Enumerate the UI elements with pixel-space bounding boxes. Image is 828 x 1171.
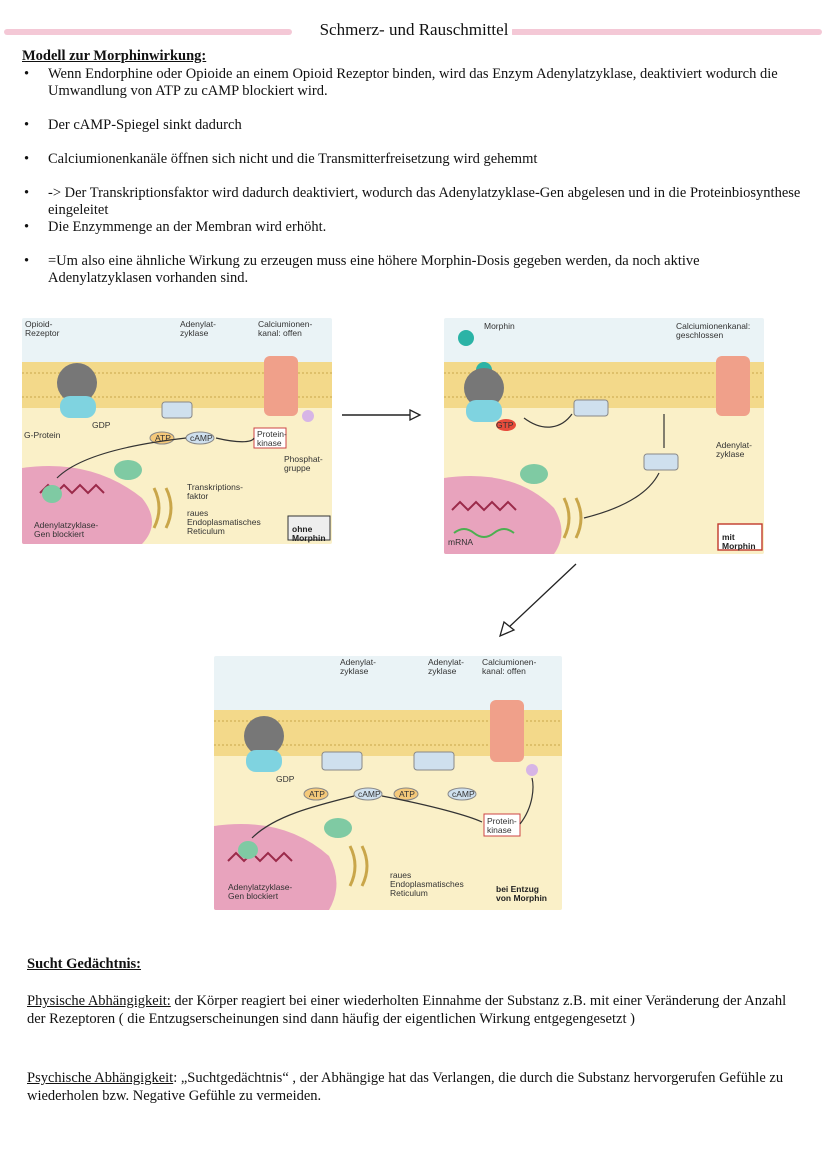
bullet-item: •=Um also eine ähnliche Wirkung zu erzeu… (24, 253, 700, 286)
figure-without-morphine: Opioid-Rezeptor Adenylat-zyklase Calcium… (22, 318, 332, 544)
physisch-term: Physische Abhängigkeit: (27, 993, 171, 1009)
psychisch-paragraph: Psychische Abhängigkeit: „Suchtgedächtni… (27, 1069, 787, 1105)
model-bullet-list: •Wenn Endorphine oder Opioide an einem O… (22, 66, 802, 287)
psychisch-text: : „Suchtgedächtnis“ , der Abhängige hat … (27, 1070, 784, 1104)
page-title: Schmerz- und Rauschmittel (315, 20, 513, 39)
svg-text:GDP: GDP (92, 420, 111, 430)
svg-text:Calciumionen-kanal: offen: Calciumionen-kanal: offen (258, 319, 312, 338)
title-decor-left (4, 29, 292, 35)
opioid-receptor-shape (57, 363, 97, 403)
svg-text:Phosphat-gruppe: Phosphat-gruppe (284, 454, 323, 473)
svg-text:Transkriptions-faktor: Transkriptions-faktor (187, 482, 243, 501)
svg-text:ATP: ATP (399, 789, 415, 799)
svg-text:Adenylat-zyklase: Adenylat-zyklase (428, 657, 464, 676)
svg-text:Adenylatzyklase-Gen blockiert: Adenylatzyklase-Gen blockiert (34, 520, 98, 539)
figure-with-morphine: Morphin Calciumionenkanal:geschlossen GT… (444, 318, 764, 554)
title-bar: Schmerz- und Rauschmittel (0, 20, 828, 44)
figure-withdrawal: Adenylat-zyklase Adenylat-zyklase Calciu… (214, 656, 562, 910)
bullet-item: •-> Der Transkriptionsfaktor wird dadurc… (24, 185, 801, 218)
svg-text:Adenylat-zyklase: Adenylat-zyklase (716, 440, 752, 459)
svg-text:Calciumionen-kanal: offen: Calciumionen-kanal: offen (482, 657, 536, 676)
svg-text:Protein-kinase: Protein-kinase (257, 429, 287, 448)
sucht-heading: Sucht Gedächtnis: (27, 956, 142, 972)
arrow-right-icon (342, 408, 422, 422)
svg-text:mRNA: mRNA (448, 537, 473, 547)
svg-text:Adenylatzyklase-Gen blockiert: Adenylatzyklase-Gen blockiert (228, 882, 292, 901)
physisch-text: der Körper reagiert bei einer wiederholt… (27, 993, 787, 1027)
svg-text:cAMP: cAMP (190, 433, 213, 443)
bullet-item: •Die Enzymmenge an der Membran wird erhö… (24, 219, 327, 235)
bullet-item: •Wenn Endorphine oder Opioide an einem O… (24, 66, 778, 99)
svg-text:ATP: ATP (309, 789, 325, 799)
svg-text:cAMP: cAMP (452, 789, 475, 799)
svg-text:Calciumionenkanal:geschlossen: Calciumionenkanal:geschlossen (676, 321, 750, 340)
svg-text:Protein-kinase: Protein-kinase (487, 816, 517, 835)
svg-text:Opioid-Rezeptor: Opioid-Rezeptor (25, 319, 60, 338)
svg-text:GDP: GDP (276, 774, 295, 784)
svg-text:GTP: GTP (496, 420, 514, 430)
bullet-item: •Der cAMP-Spiegel sinkt dadurch (24, 117, 242, 133)
arrow-down-left-icon (498, 563, 577, 638)
svg-text:cAMP: cAMP (358, 789, 381, 799)
svg-text:Morphin: Morphin (484, 321, 515, 331)
model-heading: Modell zur Morphinwirkung: (22, 48, 207, 64)
svg-text:ATP: ATP (155, 433, 171, 443)
svg-text:Adenylat-zyklase: Adenylat-zyklase (180, 319, 216, 338)
title-decor-right (510, 29, 822, 35)
psychisch-term: Psychische Abhängigkeit (27, 1070, 174, 1086)
physisch-paragraph: Physische Abhängigkeit: der Körper reagi… (27, 992, 787, 1028)
svg-text:G-Protein: G-Protein (24, 430, 61, 440)
svg-text:Adenylat-zyklase: Adenylat-zyklase (340, 657, 376, 676)
bullet-item: •Calciumionenkanäle öffnen sich nicht un… (24, 151, 538, 167)
